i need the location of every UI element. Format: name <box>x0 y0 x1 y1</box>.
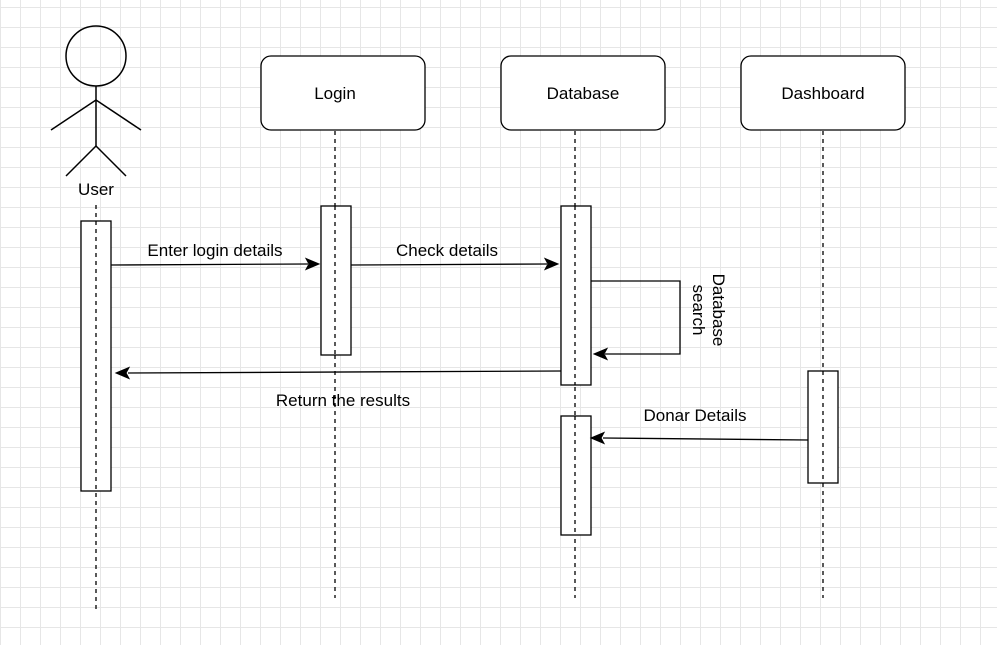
actor-right-leg <box>95 145 127 177</box>
arrow-left-icon <box>589 431 606 445</box>
participant-database-box <box>500 55 666 131</box>
message-label-line2: search <box>689 284 708 335</box>
participant-dashboard[interactable]: Dashboard <box>740 55 906 131</box>
participant-database-label: Database <box>547 84 620 103</box>
participant-login-label: Login <box>314 84 356 103</box>
message-label: Check details <box>396 241 498 260</box>
message-label: Enter login details <box>147 241 282 260</box>
activation-login[interactable] <box>320 205 352 356</box>
message-enter-login-details[interactable]: Enter login details <box>110 241 321 271</box>
participant-login[interactable]: Login <box>260 55 426 131</box>
activation-database-1[interactable] <box>560 205 592 386</box>
participant-dashboard-box <box>740 55 906 131</box>
arrow-left-icon <box>114 366 131 380</box>
activation-database-2[interactable] <box>560 415 592 536</box>
message-label: Donar Details <box>644 406 747 425</box>
message-donar-details[interactable]: Donar Details <box>589 406 809 445</box>
actor-right-arm <box>95 99 142 131</box>
actor-user[interactable]: User <box>50 25 142 199</box>
message-check-details[interactable]: Check details <box>350 241 560 271</box>
message-label: Return the results <box>276 391 410 410</box>
arrow-right-icon <box>543 257 560 271</box>
actor-head-icon <box>65 25 127 87</box>
message-line <box>127 370 562 374</box>
message-line <box>350 263 548 266</box>
arrow-right-icon <box>304 257 321 271</box>
self-call-line <box>591 280 681 355</box>
actor-left-leg <box>65 145 97 177</box>
message-label-line1: Database <box>709 274 728 347</box>
actor-left-arm <box>50 99 97 131</box>
message-database-search[interactable]: Database search <box>591 274 728 361</box>
arrow-left-icon <box>592 347 609 361</box>
participant-login-box <box>260 55 426 131</box>
participant-dashboard-label: Dashboard <box>781 84 864 103</box>
message-line <box>110 263 309 266</box>
message-return-the-results[interactable]: Return the results <box>114 366 562 411</box>
message-line <box>602 437 809 441</box>
participant-database[interactable]: Database <box>500 55 666 131</box>
actor-user-label: User <box>78 180 114 199</box>
